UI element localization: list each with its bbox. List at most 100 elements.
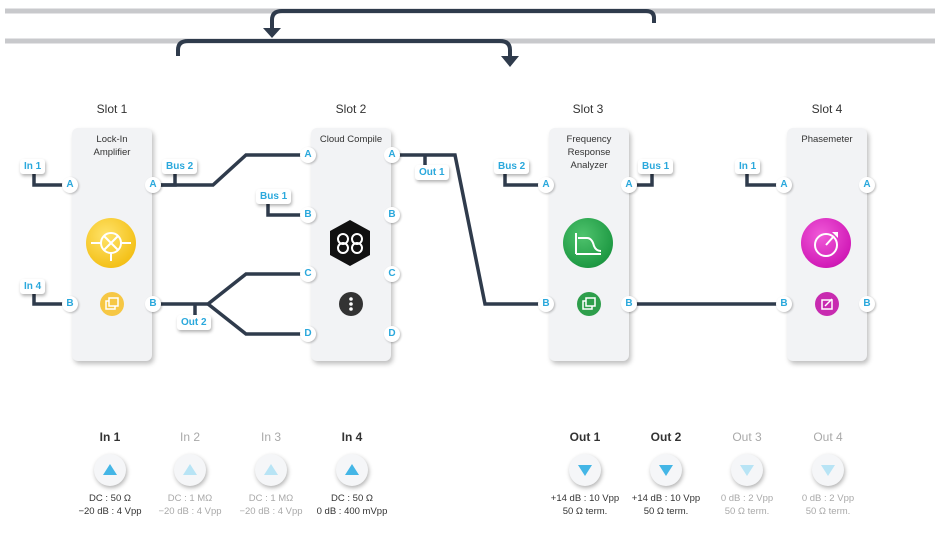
triangle-up-icon [264, 464, 278, 475]
slot-4-input-a[interactable]: A [776, 177, 792, 193]
input-4-button[interactable] [336, 454, 368, 486]
slot-3-input-b[interactable]: B [538, 296, 554, 312]
output-3-label: Out 3 [732, 430, 762, 444]
slot-2-card[interactable]: Cloud Compile [311, 128, 391, 361]
slot-3-instrument-name: Frequency Response Analyzer [566, 134, 612, 171]
input-4-range: 0 dB : 400 mVpp [316, 506, 388, 517]
input-2-button[interactable] [174, 454, 206, 486]
input-1-label: In 1 [99, 430, 121, 444]
output-2-button[interactable] [650, 454, 682, 486]
slot-1-output-a[interactable]: A [145, 177, 161, 193]
wire-slot3a-bus1 [634, 172, 654, 187]
slot-4-output-a[interactable]: A [859, 177, 875, 193]
slot-3-title: Slot 3 [572, 102, 604, 116]
bus-arrow-1 [270, 9, 656, 30]
input-3-coupling: DC : 1 MΩ [248, 493, 294, 504]
triangle-down-icon [740, 465, 754, 476]
slot-4-output-b[interactable]: B [859, 296, 875, 312]
slot-2-title: Slot 2 [335, 102, 367, 116]
slot-3-output-b[interactable]: B [621, 296, 637, 312]
slot-4-instrument-name: Phasemeter [801, 134, 853, 145]
output-4: Out 4 0 dB : 2 Vpp 50 Ω term. [783, 430, 873, 518]
input-1-coupling: DC : 50 Ω [89, 493, 131, 504]
wire-in4-slot1 [32, 292, 66, 306]
open-external-icon[interactable] [815, 292, 839, 316]
output-2-range: +14 dB : 10 Vpp [631, 493, 701, 504]
wire-in1-slot1 [32, 172, 66, 187]
triangle-up-icon [345, 464, 359, 475]
slot-2-output-a[interactable]: A [384, 147, 400, 163]
input-2-label: In 2 [179, 430, 200, 444]
triangle-down-icon [659, 465, 673, 476]
bus-arrow-2 [176, 39, 512, 58]
slot-1-title: Slot 1 [96, 102, 128, 116]
slot-1-output-b[interactable]: B [145, 296, 161, 312]
output-4-button[interactable] [812, 454, 844, 486]
slot-1-card[interactable]: Lock-In Amplifier [72, 128, 152, 361]
wire-bus1-slot2b [266, 202, 302, 217]
output-1-range: +14 dB : 10 Vpp [550, 493, 620, 504]
slot-2-output-d[interactable]: D [384, 326, 400, 342]
more-options-icon[interactable] [339, 292, 363, 316]
pin-label-out2[interactable]: Out 2 [177, 315, 211, 330]
slot-4-input-b[interactable]: B [776, 296, 792, 312]
slot-4-title: Slot 4 [811, 102, 843, 116]
slot-3-card[interactable]: Frequency Response Analyzer [549, 128, 629, 361]
slot-2-input-c[interactable]: C [300, 266, 316, 282]
slot-3-input-a[interactable]: A [538, 177, 554, 193]
output-2: Out 2 +14 dB : 10 Vpp 50 Ω term. [621, 430, 711, 518]
pin-label-bus1[interactable]: Bus 1 [256, 189, 292, 204]
output-3-range: 0 dB : 2 Vpp [720, 493, 774, 504]
output-1-termination: 50 Ω term. [562, 506, 608, 517]
input-4-coupling: DC : 50 Ω [331, 493, 373, 504]
slot-2-output-b[interactable]: B [384, 207, 400, 223]
input-1-button[interactable] [94, 454, 126, 486]
output-3-termination: 50 Ω term. [724, 506, 770, 517]
pin-label-s3-bus2[interactable]: Bus 2 [494, 159, 530, 174]
pin-label-out1[interactable]: Out 1 [415, 165, 449, 180]
pin-label-bus2[interactable]: Bus 2 [162, 159, 198, 174]
wire-slot1b-slot2c [160, 272, 302, 306]
pin-label-s4-in1[interactable]: In 1 [735, 159, 761, 174]
output-4-label: Out 4 [813, 430, 843, 444]
wire-slot1a-slot2a [160, 153, 302, 187]
input-2-range: −20 dB : 4 Vpp [158, 506, 222, 517]
slot-2-instrument-name: Cloud Compile [319, 134, 383, 145]
input-3-button[interactable] [255, 454, 287, 486]
triangle-up-icon [103, 464, 117, 475]
output-1-button[interactable] [569, 454, 601, 486]
slot-1-instrument-name: Lock-In Amplifier [93, 134, 131, 158]
pin-label-in4[interactable]: In 4 [20, 279, 46, 294]
phasemeter-icon[interactable] [801, 218, 851, 268]
output-4-termination: 50 Ω term. [805, 506, 851, 517]
input-4-label: In 4 [341, 430, 363, 444]
slot-1-input-b[interactable]: B [62, 296, 78, 312]
pin-label-in1[interactable]: In 1 [20, 159, 46, 174]
slot-2-output-c[interactable]: C [384, 266, 400, 282]
triangle-down-icon [578, 465, 592, 476]
window-icon[interactable] [100, 292, 124, 316]
slot-4-card[interactable]: Phasemeter [787, 128, 867, 361]
input-1-range: −20 dB : 4 Vpp [78, 506, 142, 517]
slot-1-input-a[interactable]: A [62, 177, 78, 193]
cloud-compile-icon[interactable] [325, 218, 375, 268]
output-4-range: 0 dB : 2 Vpp [801, 493, 855, 504]
bus-arrow-2-head [501, 56, 519, 67]
frequency-response-icon[interactable] [563, 218, 613, 268]
slot-2-input-b[interactable]: B [300, 207, 316, 223]
lock-in-icon[interactable] [86, 218, 136, 268]
input-4: In 4 DC : 50 Ω 0 dB : 400 mVpp [307, 430, 397, 518]
output-1: Out 1 +14 dB : 10 Vpp 50 Ω term. [540, 430, 630, 518]
wire-slot1b-slot2d [206, 302, 302, 336]
window-icon[interactable] [577, 292, 601, 316]
output-2-label: Out 2 [650, 430, 682, 444]
input-2-coupling: DC : 1 MΩ [167, 493, 213, 504]
input-2: In 2 DC : 1 MΩ −20 dB : 4 Vpp [145, 430, 235, 518]
slot-3-output-a[interactable]: A [621, 177, 637, 193]
input-1: In 1 DC : 50 Ω −20 dB : 4 Vpp [65, 430, 155, 518]
slot-2-input-a[interactable]: A [300, 147, 316, 163]
output-3-button[interactable] [731, 454, 763, 486]
pin-label-s3-bus1[interactable]: Bus 1 [638, 159, 674, 174]
slot-2-input-d[interactable]: D [300, 326, 316, 342]
